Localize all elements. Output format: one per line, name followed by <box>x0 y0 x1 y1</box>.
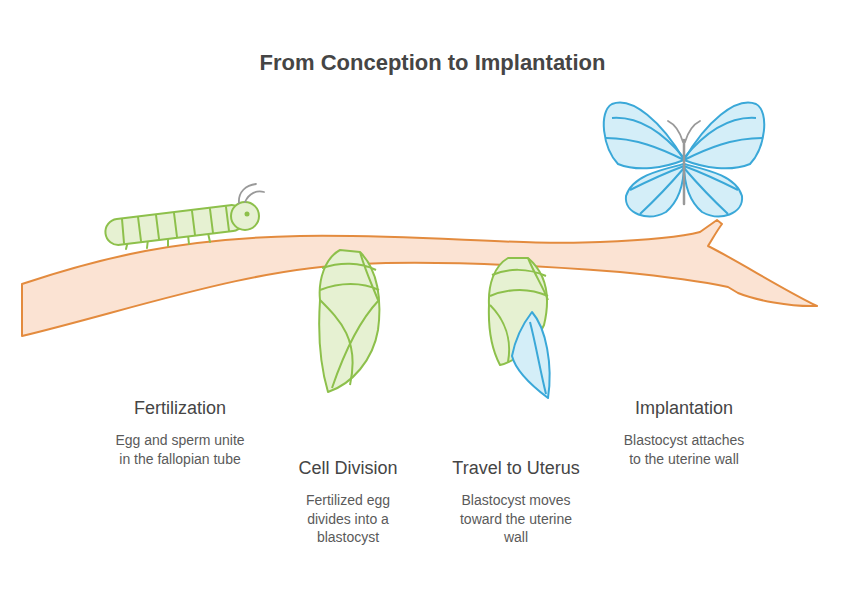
step-heading: Implantation <box>584 397 784 419</box>
butterfly-right <box>684 103 764 217</box>
step-heading: Fertilization <box>80 397 280 419</box>
wing-vein <box>530 322 546 394</box>
butterfly-wing <box>684 164 742 216</box>
caterpillar-head <box>231 202 259 230</box>
chrysalis <box>319 250 379 392</box>
wing-vein <box>684 118 762 214</box>
butterfly-body <box>683 140 686 204</box>
step-description: Egg and sperm unite in the fallopian tub… <box>111 431 249 468</box>
caterpillar-antenna <box>239 184 264 203</box>
step-description: Fertilized egg divides into a blastocyst <box>293 491 403 547</box>
step-heading: Travel to Uterus <box>416 457 616 479</box>
butterfly-wing <box>604 103 684 169</box>
diagram-title: From Conception to Implantation <box>0 50 865 76</box>
step-heading: Cell Division <box>248 457 448 479</box>
step-description: Blastocyst attaches to the uterine wall <box>619 431 749 468</box>
butterfly-wing <box>512 312 550 398</box>
butterfly-left <box>604 103 684 217</box>
chrysalis-opening <box>489 258 550 398</box>
wing-vein <box>606 118 684 214</box>
step-description: Blastocyst moves toward the uterine wall <box>451 491 581 547</box>
caterpillar-eye <box>245 212 250 217</box>
caterpillar-body <box>104 204 246 247</box>
chrysalis-shell <box>319 250 379 392</box>
caterpillar-stripe <box>122 207 229 243</box>
butterfly <box>604 103 765 217</box>
chrysalis-line <box>320 252 379 388</box>
butterfly-antenna <box>668 121 700 142</box>
butterfly-wing <box>626 164 684 216</box>
butterfly-wing <box>684 103 764 169</box>
caterpillar <box>104 184 264 249</box>
